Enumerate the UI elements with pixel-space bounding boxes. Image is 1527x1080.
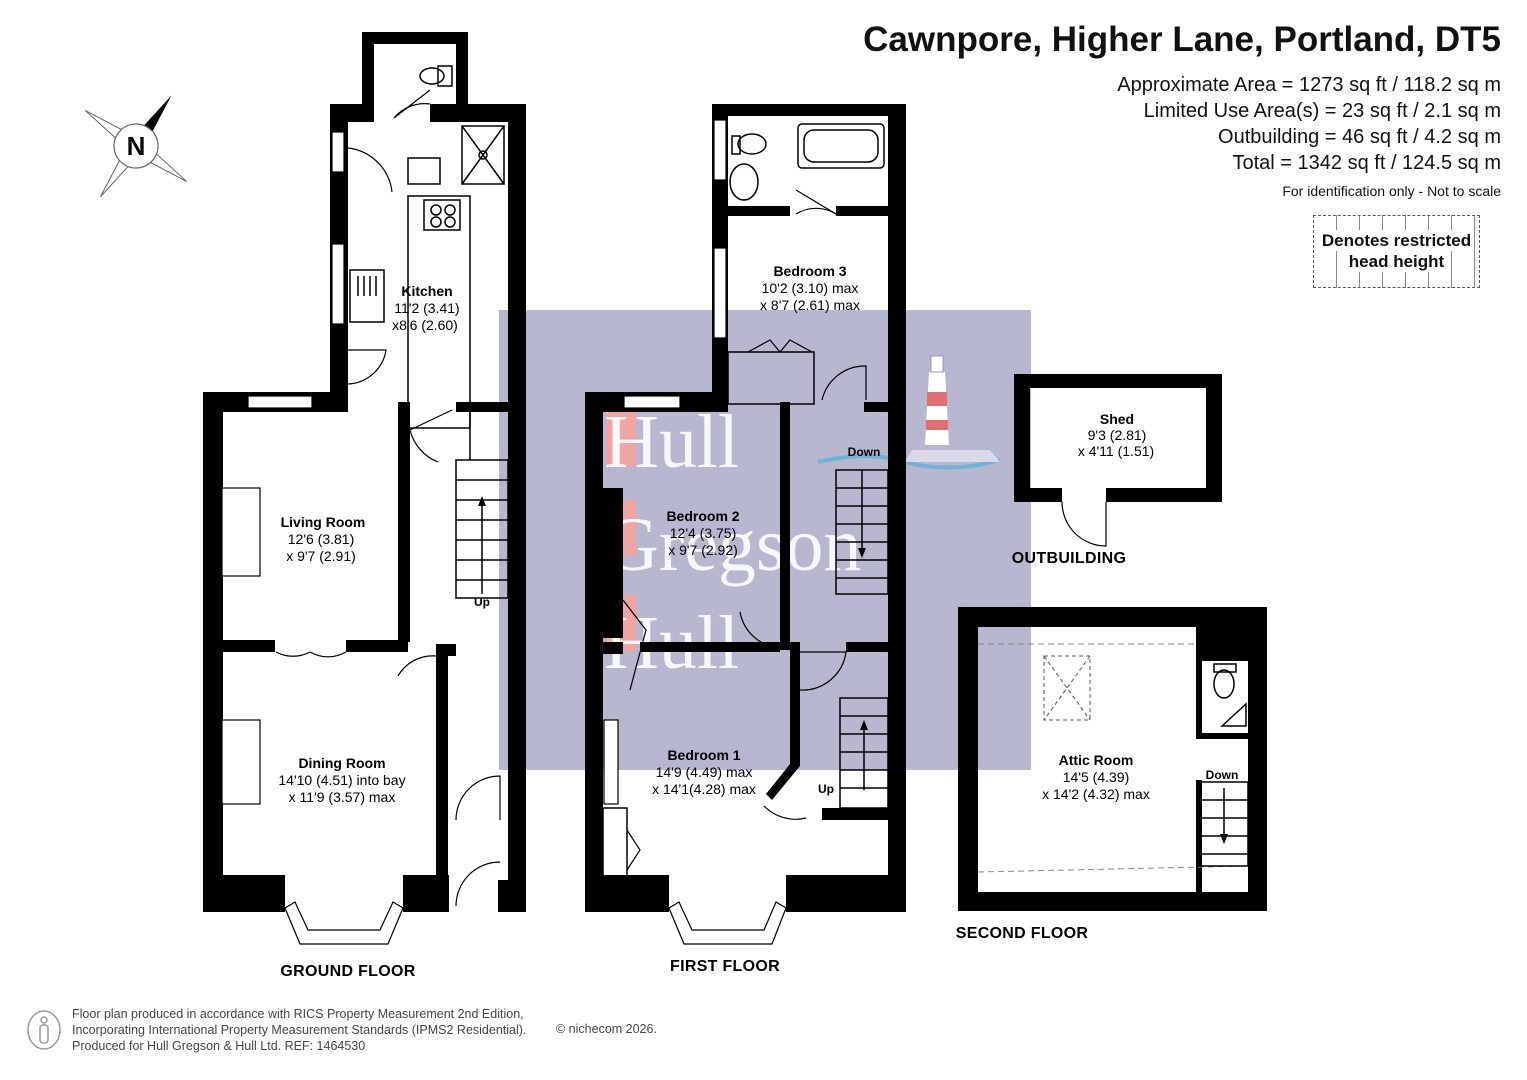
ground-stairs-up: Up	[474, 595, 490, 609]
first-stairs-up: Up	[818, 782, 834, 796]
area-approximate: Approximate Area = 1273 sq ft / 118.2 sq…	[1117, 74, 1501, 96]
kitchen-dim2: x8'6 (2.60)	[392, 317, 458, 333]
footer-text: Floor plan produced in accordance with R…	[72, 1006, 526, 1054]
living-room-dim2: x 9'7 (2.91)	[286, 548, 356, 564]
footer-line3: Produced for Hull Gregson & Hull Ltd. RE…	[72, 1039, 366, 1053]
second-floor	[958, 607, 1267, 911]
bedroom-1-dim2: x 14'1(4.28) max	[652, 781, 756, 797]
restricted-height-legend: Denotes restricted head height	[1313, 215, 1480, 288]
bedroom-2-dim2: x 9'7 (2.92)	[668, 542, 738, 558]
restricted-legend-line1: Denotes restricted	[1319, 230, 1474, 251]
attic-room-name: Attic Room	[1059, 752, 1134, 768]
outbuilding	[1014, 374, 1222, 547]
kitchen-dim1: 11'2 (3.41)	[394, 300, 459, 316]
shed-dim1: 9'3 (2.81)	[1088, 427, 1147, 443]
ground-floor-label: GROUND FLOOR	[280, 963, 415, 980]
compass-icon: N	[84, 95, 188, 198]
copyright: © nichecom 2026.	[556, 1022, 657, 1036]
bedroom-1-dim1: 14'9 (4.49) max	[656, 764, 753, 780]
attic-room-dim1: 14'5 (4.39)	[1063, 769, 1130, 785]
scale-note: For identification only - Not to scale	[1282, 183, 1501, 199]
bedroom-3-dim2: x 8'7 (2.61) max	[760, 297, 860, 313]
dining-room-dim2: x 11'9 (3.57) max	[289, 789, 396, 805]
shed-dim2: x 4'11 (1.51)	[1078, 443, 1154, 459]
second-floor-label: SECOND FLOOR	[956, 925, 1089, 942]
bedroom-2-name: Bedroom 2	[666, 508, 739, 524]
page-title: Cawnpore, Higher Lane, Portland, DT5	[863, 20, 1501, 59]
living-room-name: Living Room	[281, 514, 366, 530]
bedroom-1-name: Bedroom 1	[667, 747, 740, 763]
shed-name: Shed	[1100, 411, 1134, 427]
outbuilding-label: OUTBUILDING	[1012, 550, 1126, 567]
area-total: Total = 1342 sq ft / 124.5 sq m	[1232, 152, 1502, 174]
footer-line1: Floor plan produced in accordance with R…	[72, 1007, 524, 1021]
bedroom-2-dim1: 12'4 (3.75)	[670, 525, 737, 541]
dining-room-name: Dining Room	[298, 755, 385, 771]
living-room-dim1: 12'6 (3.81)	[288, 531, 355, 547]
area-limited-use: Limited Use Area(s) = 23 sq ft / 2.1 sq …	[1143, 100, 1501, 122]
info-person-icon	[27, 1010, 61, 1050]
footer-line2: Incorporating International Property Mea…	[72, 1023, 527, 1037]
first-stairs-down: Down	[848, 445, 881, 459]
first-floor-label: FIRST FLOOR	[670, 958, 780, 975]
first-floor	[585, 104, 906, 945]
bedroom-3-dim1: 10'2 (3.10) max	[762, 280, 859, 296]
compass-letter: N	[127, 131, 146, 161]
watermark-line-2: Gregson	[604, 503, 862, 587]
kitchen-name: Kitchen	[401, 283, 452, 299]
restricted-legend-line2: head height	[1346, 251, 1447, 272]
ground-floor	[203, 32, 526, 945]
area-summary: Approximate Area = 1273 sq ft / 118.2 sq…	[1117, 72, 1501, 176]
attic-room-dim2: x 14'2 (4.32) max	[1042, 786, 1150, 802]
area-outbuilding: Outbuilding = 46 sq ft / 4.2 sq m	[1218, 126, 1501, 148]
watermark: Hull Gregson Hull	[499, 310, 1031, 770]
second-stairs-down: Down	[1206, 768, 1239, 782]
bedroom-3-name: Bedroom 3	[773, 263, 846, 279]
watermark-line-1: Hull	[604, 400, 739, 484]
lighthouse-icon	[817, 355, 1001, 470]
dining-room-dim1: 14'10 (4.51) into bay	[278, 772, 405, 788]
